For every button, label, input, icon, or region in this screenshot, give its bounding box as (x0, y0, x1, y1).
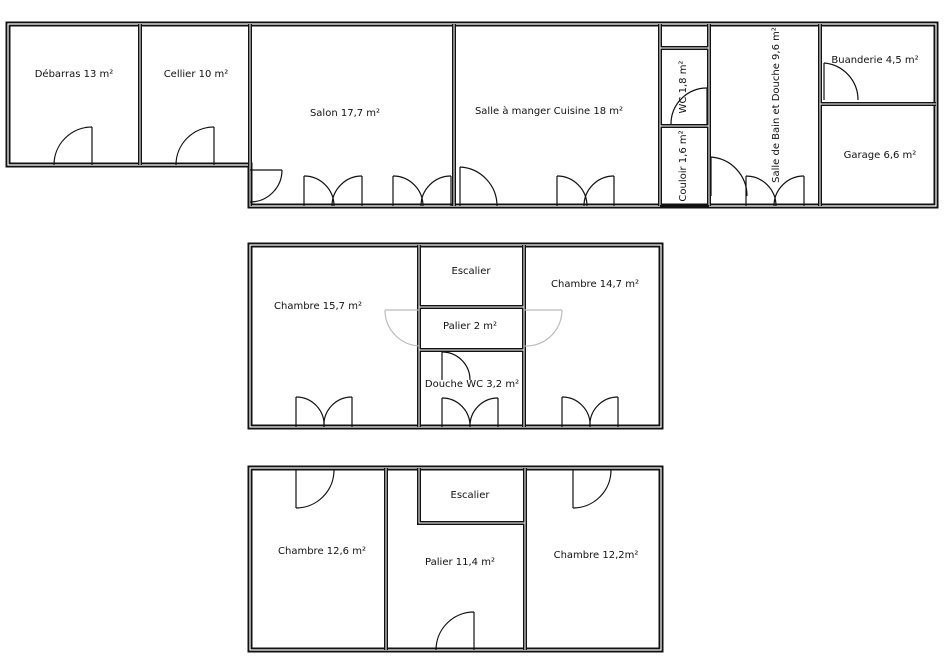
door-palier-114 (435, 611, 475, 651)
door-debarras (53, 126, 93, 166)
room-label-chambre-126: Chambre 12,6 m² (278, 546, 366, 557)
second-floor: Chambre 12,6 m² Escalier Palier 11,4 m² … (247, 465, 664, 653)
door-chambre-122 (572, 469, 612, 509)
room-label-salon: Salon 17,7 m² (310, 108, 380, 119)
room-label-salle-manger: Salle à manger Cuisine 18 m² (475, 105, 623, 117)
window-salon-1 (303, 175, 363, 207)
window-salle-manger (556, 175, 615, 207)
door-salle-manger (459, 166, 498, 207)
door-chambre-147 (523, 309, 563, 347)
room-label-escalier-1: Escalier (452, 266, 492, 277)
ground-floor: Débarras 13 m² Cellier 10 m² Salon 17,7 … (5, 21, 939, 209)
room-label-escalier-2: Escalier (451, 490, 491, 501)
door-chambre-157 (384, 309, 420, 347)
door-chambre-126 (295, 469, 335, 509)
room-label-chambre-147: Chambre 14,7 m² (551, 279, 639, 290)
first-floor: Chambre 15,7 m² Escalier Palier 2 m² Dou… (247, 242, 664, 430)
room-label-chambre-157: Chambre 15,7 m² (274, 301, 362, 312)
room-label-sdb: Salle de Bain et Douche 9,6 m² (771, 27, 782, 183)
room-label-cellier: Cellier 10 m² (164, 69, 229, 80)
room-label-palier-2: Palier 2 m² (443, 321, 497, 332)
window-douche-wc (441, 397, 499, 428)
room-label-buanderie: Buanderie 4,5 m² (831, 55, 918, 66)
door-buanderie (823, 62, 859, 101)
door-douche-wc (441, 351, 471, 381)
room-label-debarras: Débarras 13 m² (35, 68, 114, 80)
room-label-couloir: Couloir 1,6 m² (678, 130, 689, 201)
door-entry-salon (249, 169, 283, 203)
room-label-palier-114: Palier 11,4 m² (425, 557, 495, 568)
room-label-garage: Garage 6,6 m² (844, 150, 917, 161)
room-label-chambre-122: Chambre 12,2m² (554, 550, 639, 561)
window-chambre-157 (295, 396, 353, 428)
room-label-wc: WC 1,8 m² (678, 61, 689, 114)
room-label-douche-wc: Douche WC 3,2 m² (425, 379, 519, 390)
door-cellier (175, 126, 215, 166)
door-wc (670, 87, 708, 125)
window-chambre-147 (561, 396, 619, 428)
window-salon-2 (392, 175, 452, 207)
window-sdb (745, 175, 805, 207)
door-sdb (710, 156, 748, 197)
